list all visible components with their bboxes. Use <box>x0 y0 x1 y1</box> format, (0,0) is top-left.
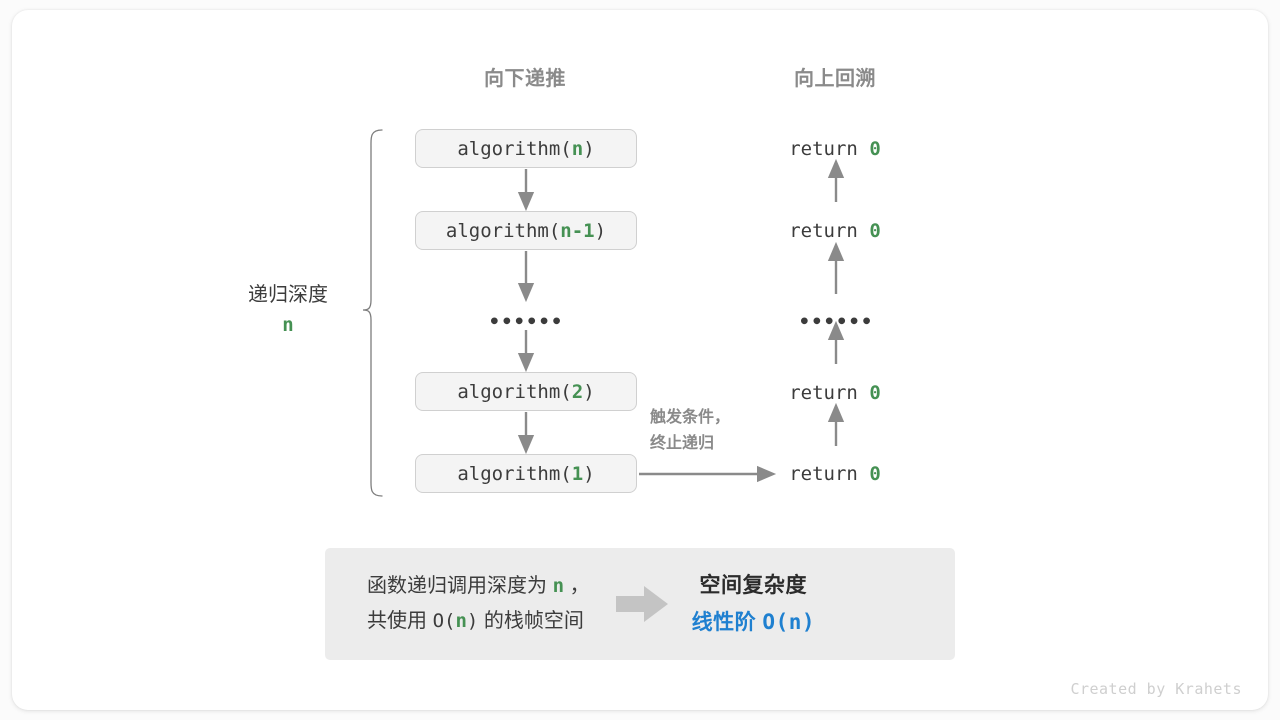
summary-line1-text-b: ， <box>564 575 590 597</box>
call-frame-prefix: algorithm( <box>445 219 561 242</box>
summary-line2-text-b: 的栈帧空间 <box>478 610 584 632</box>
return-keyword: return <box>789 138 870 160</box>
recursion-depth-variable: n <box>282 314 294 336</box>
summary-description: 函数递归调用深度为 n ， 共使用 O(n) 的栈帧空间 <box>325 569 590 639</box>
return-keyword: return <box>789 220 870 242</box>
return-statement: return 0 <box>789 382 881 404</box>
summary-line-2: 共使用 O(n) 的栈帧空间 <box>367 604 590 639</box>
return-keyword: return <box>789 463 870 485</box>
call-frame-box: algorithm(n) <box>415 129 637 168</box>
call-frame-suffix: ) <box>583 380 595 403</box>
summary-line1-variable: n <box>552 575 565 597</box>
depth-brace-icon <box>362 129 383 497</box>
call-frame-prefix: algorithm( <box>457 380 572 403</box>
return-value: 0 <box>869 382 881 404</box>
summary-result-bigo: O(n) <box>762 609 815 634</box>
return-value: 0 <box>869 463 881 485</box>
summary-line1-text-a: 函数递归调用深度为 <box>367 575 553 597</box>
summary-result-title: 空间复杂度 <box>699 573 808 597</box>
summary-line2-text-a: 共使用 <box>367 610 433 632</box>
call-frame-arg: 1 <box>571 462 584 485</box>
trigger-condition-label: 触发条件， 终止递归 <box>650 405 730 458</box>
return-keyword: return <box>789 382 870 404</box>
return-statement: return 0 <box>789 220 881 242</box>
watermark: Created by Krahets <box>1070 680 1242 698</box>
summary-line2-variable: n <box>455 610 467 632</box>
call-frame-prefix: algorithm( <box>457 462 572 485</box>
return-value: 0 <box>869 220 881 242</box>
summary-box: 函数递归调用深度为 n ， 共使用 O(n) 的栈帧空间 空间复杂度 线性阶 O… <box>325 548 955 660</box>
return-statement: return 0 <box>789 138 881 160</box>
diagram-canvas: 向下递推 向上回溯 递归深度 n algorithm(n) algorithm(… <box>12 10 1268 710</box>
column-header-ascend: 向上回溯 <box>794 68 876 90</box>
summary-line2-bigo-close: ) <box>466 610 479 632</box>
summary-line2-bigo-open: O( <box>432 610 456 632</box>
recursion-depth-label: 递归深度 n <box>248 282 328 336</box>
call-frame-box: algorithm(2) <box>415 372 637 411</box>
recursion-depth-text: 递归深度 <box>248 284 328 306</box>
call-frame-arg: n <box>571 137 584 160</box>
call-frame-arg: n-1 <box>560 219 595 242</box>
trigger-condition-line1: 触发条件， <box>650 409 731 426</box>
summary-line-1: 函数递归调用深度为 n ， <box>367 569 590 604</box>
call-frame-prefix: algorithm( <box>457 137 572 160</box>
summary-result-order: 线性阶 <box>691 610 763 634</box>
return-statement: return 0 <box>789 463 881 485</box>
call-frame-suffix: ) <box>594 219 607 242</box>
return-value: 0 <box>869 138 881 160</box>
summary-result: 空间复杂度 线性阶 O(n) <box>692 569 815 639</box>
right-arrow-icon <box>615 586 668 622</box>
call-frame-arg: 2 <box>571 380 584 403</box>
call-frame-suffix: ) <box>583 462 595 485</box>
column-header-descend: 向下递推 <box>484 68 566 90</box>
ellipsis-ascend: •••••• <box>798 311 874 333</box>
summary-result-value: 线性阶 O(n) <box>692 606 815 640</box>
call-frame-box: algorithm(1) <box>415 454 637 493</box>
call-frame-box: algorithm(n-1) <box>415 211 637 250</box>
call-frame-suffix: ) <box>583 137 595 160</box>
trigger-condition-line2: 终止递归 <box>650 435 715 453</box>
ellipsis-descend: •••••• <box>488 311 564 333</box>
